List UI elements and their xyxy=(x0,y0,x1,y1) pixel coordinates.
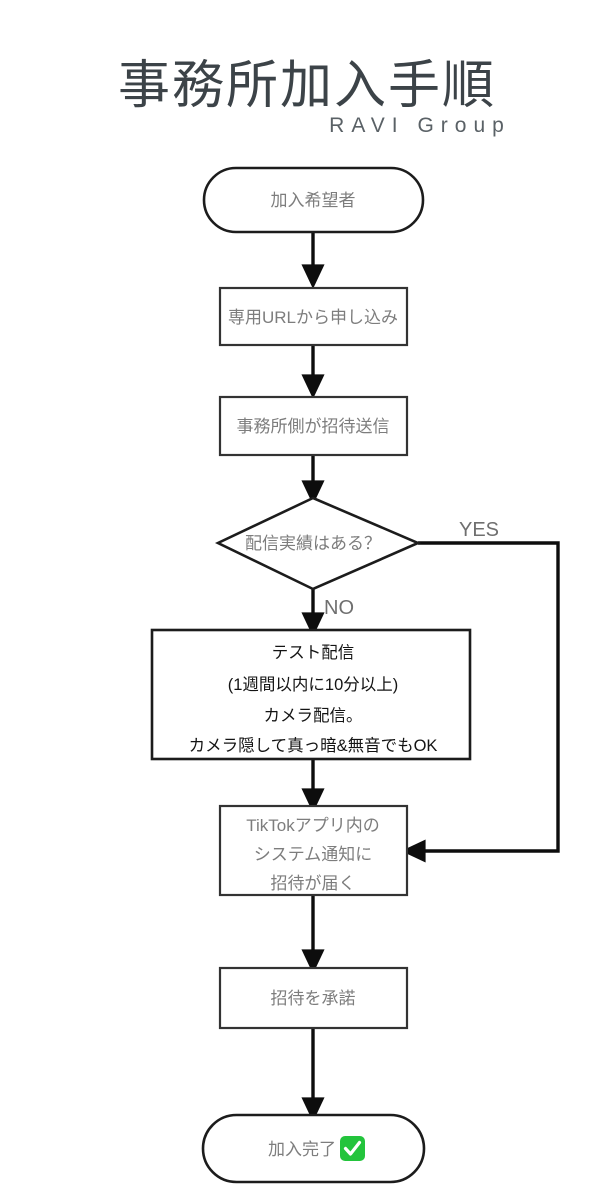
node-accept-invite-shape xyxy=(218,966,409,1030)
node-decision-label: 配信実績はある？ xyxy=(245,534,381,553)
node-tiktok-notification-line-2: システム通知に xyxy=(254,845,373,864)
node-apply-label: 専用URLから申し込み xyxy=(228,308,398,327)
edge-label-no: NO xyxy=(324,597,354,619)
node-start-label: 加入希望者 xyxy=(271,191,356,210)
node-tiktok-notification-shape xyxy=(218,804,409,897)
node-complete-label: 加入完了 xyxy=(268,1140,336,1159)
node-tiktok-notification-line-1: TikTokアプリ内の xyxy=(246,816,380,835)
node-tiktok-notification-line-3: 招待が届く xyxy=(271,874,356,893)
node-test-broadcast-line-4: カメラ隠して真っ暗&無音でもOK xyxy=(189,736,438,755)
node-apply[interactable]: 専用URLから申し込み xyxy=(218,286,409,347)
page-subtitle: RAVI Group xyxy=(329,114,511,137)
node-test-broadcast-line-1: テスト配信 xyxy=(272,643,355,662)
node-complete[interactable]: 加入完了 xyxy=(201,1113,426,1184)
white-check-mark-icon xyxy=(340,1136,365,1161)
node-apply-shape xyxy=(218,286,409,347)
node-accept-invite[interactable]: 招待を承諾 xyxy=(218,966,409,1030)
node-invite[interactable]: 事務所側が招待送信 xyxy=(218,395,409,457)
edge-decide-yes-to-notify xyxy=(401,541,560,863)
node-invite-label: 事務所側が招待送信 xyxy=(237,417,390,436)
node-test-broadcast[interactable]: テスト配信 (1週間以内に10分以上) カメラ配信。 カメラ隠して真っ暗&無音で… xyxy=(150,628,472,761)
edge-label-yes: YES xyxy=(459,519,499,541)
node-test-broadcast-line-3: カメラ配信。 xyxy=(264,706,363,725)
node-test-broadcast-line-2: (1週間以内に10分以上) xyxy=(228,675,399,694)
node-decision[interactable]: 配信実績はある？ xyxy=(214,496,422,591)
node-decision-shape xyxy=(214,496,422,591)
node-tiktok-notification[interactable]: TikTokアプリ内の システム通知に 招待が届く xyxy=(218,804,409,897)
node-test-broadcast-shape xyxy=(150,628,472,761)
node-complete-shape xyxy=(201,1113,426,1184)
page-title: 事務所加入手順 xyxy=(118,57,496,115)
node-start-shape xyxy=(202,166,425,234)
node-invite-shape xyxy=(218,395,409,457)
node-start[interactable]: 加入希望者 xyxy=(202,166,425,234)
node-accept-invite-label: 招待を承諾 xyxy=(271,989,356,1008)
